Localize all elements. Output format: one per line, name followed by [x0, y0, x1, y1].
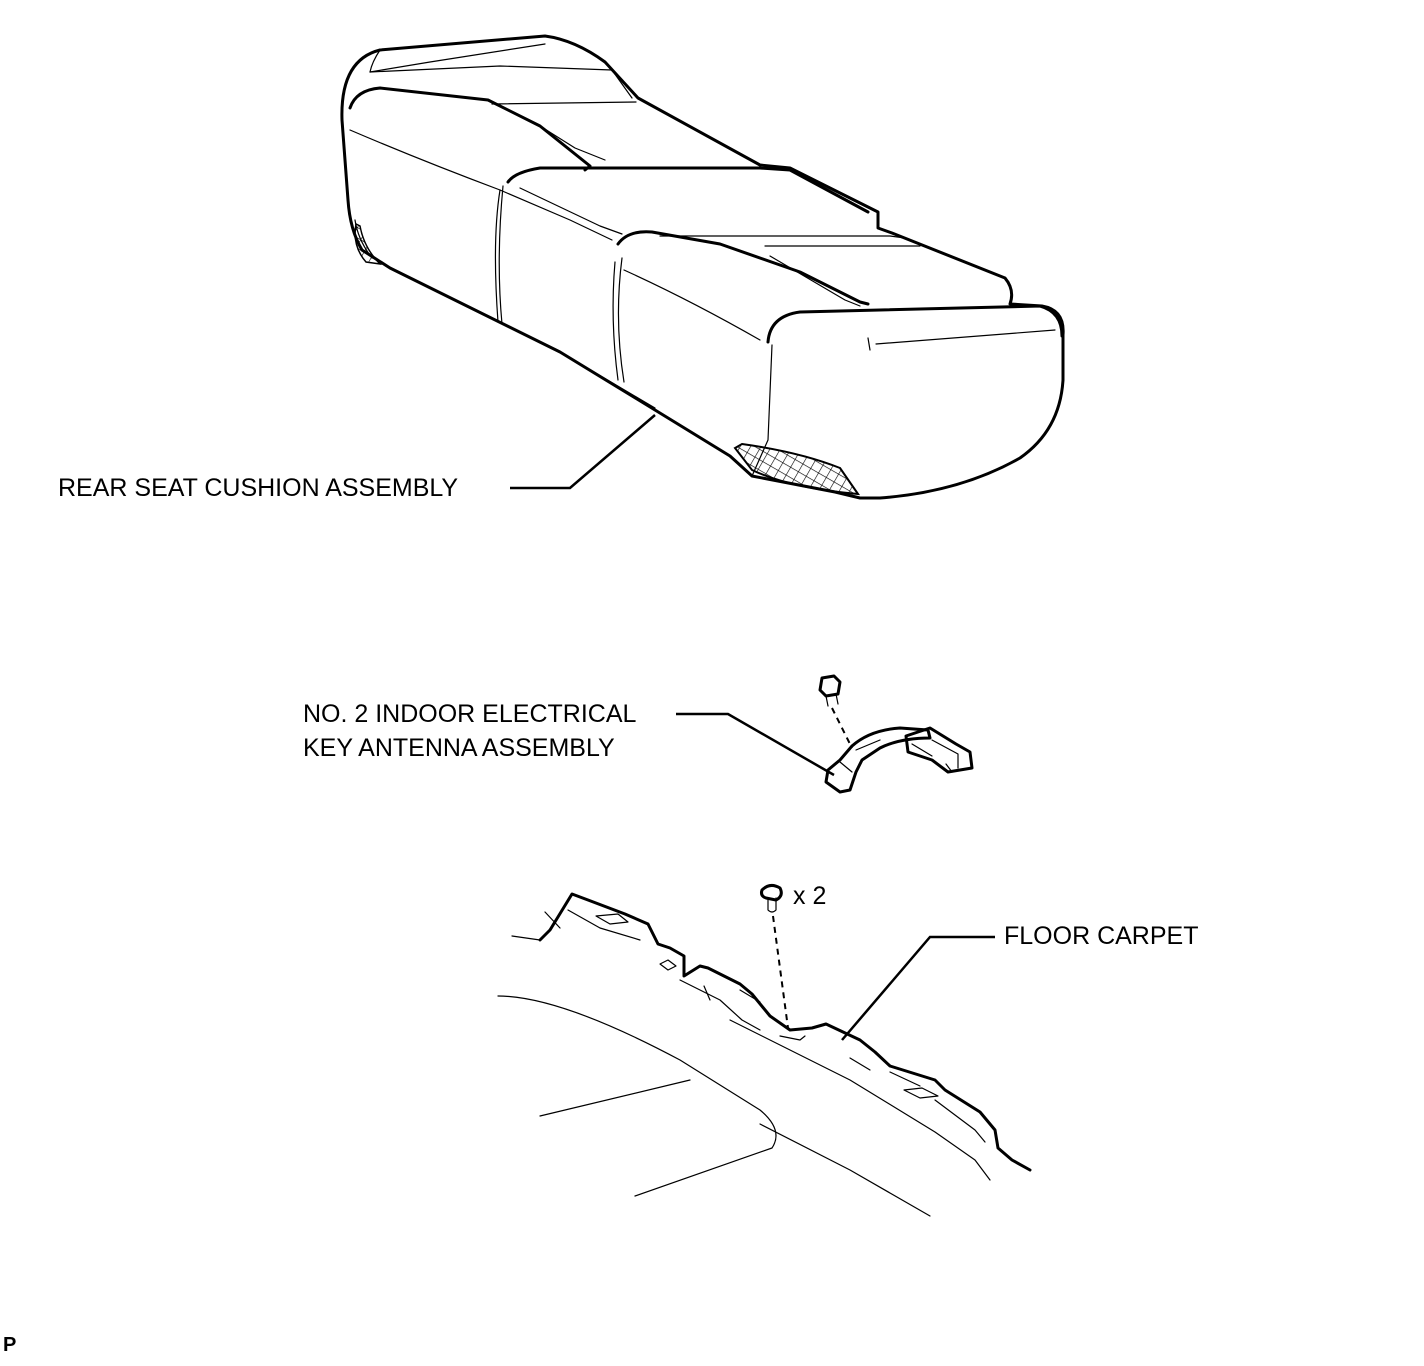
corner-mark: P: [3, 1334, 17, 1356]
antenna-label-line2: KEY ANTENNA ASSEMBLY: [303, 734, 615, 762]
rear-seat-cushion-label: REAR SEAT CUSHION ASSEMBLY: [58, 474, 459, 502]
floor-carpet-label: FLOOR CARPET: [1004, 922, 1199, 950]
antenna-leader: [676, 712, 835, 777]
floor-carpet-leader: [841, 935, 995, 1041]
rear-seat-cushion-drawing: [340, 34, 1065, 500]
clip-count-label: x 2: [793, 882, 827, 910]
antenna-drawing: [818, 674, 974, 794]
antenna-label-line1: NO. 2 INDOOR ELECTRICAL: [303, 700, 637, 728]
rear-seat-cushion-leader: [510, 414, 656, 490]
clip-fastener-drawing: [760, 883, 789, 1029]
floor-carpet-drawing: [497, 892, 1032, 1217]
